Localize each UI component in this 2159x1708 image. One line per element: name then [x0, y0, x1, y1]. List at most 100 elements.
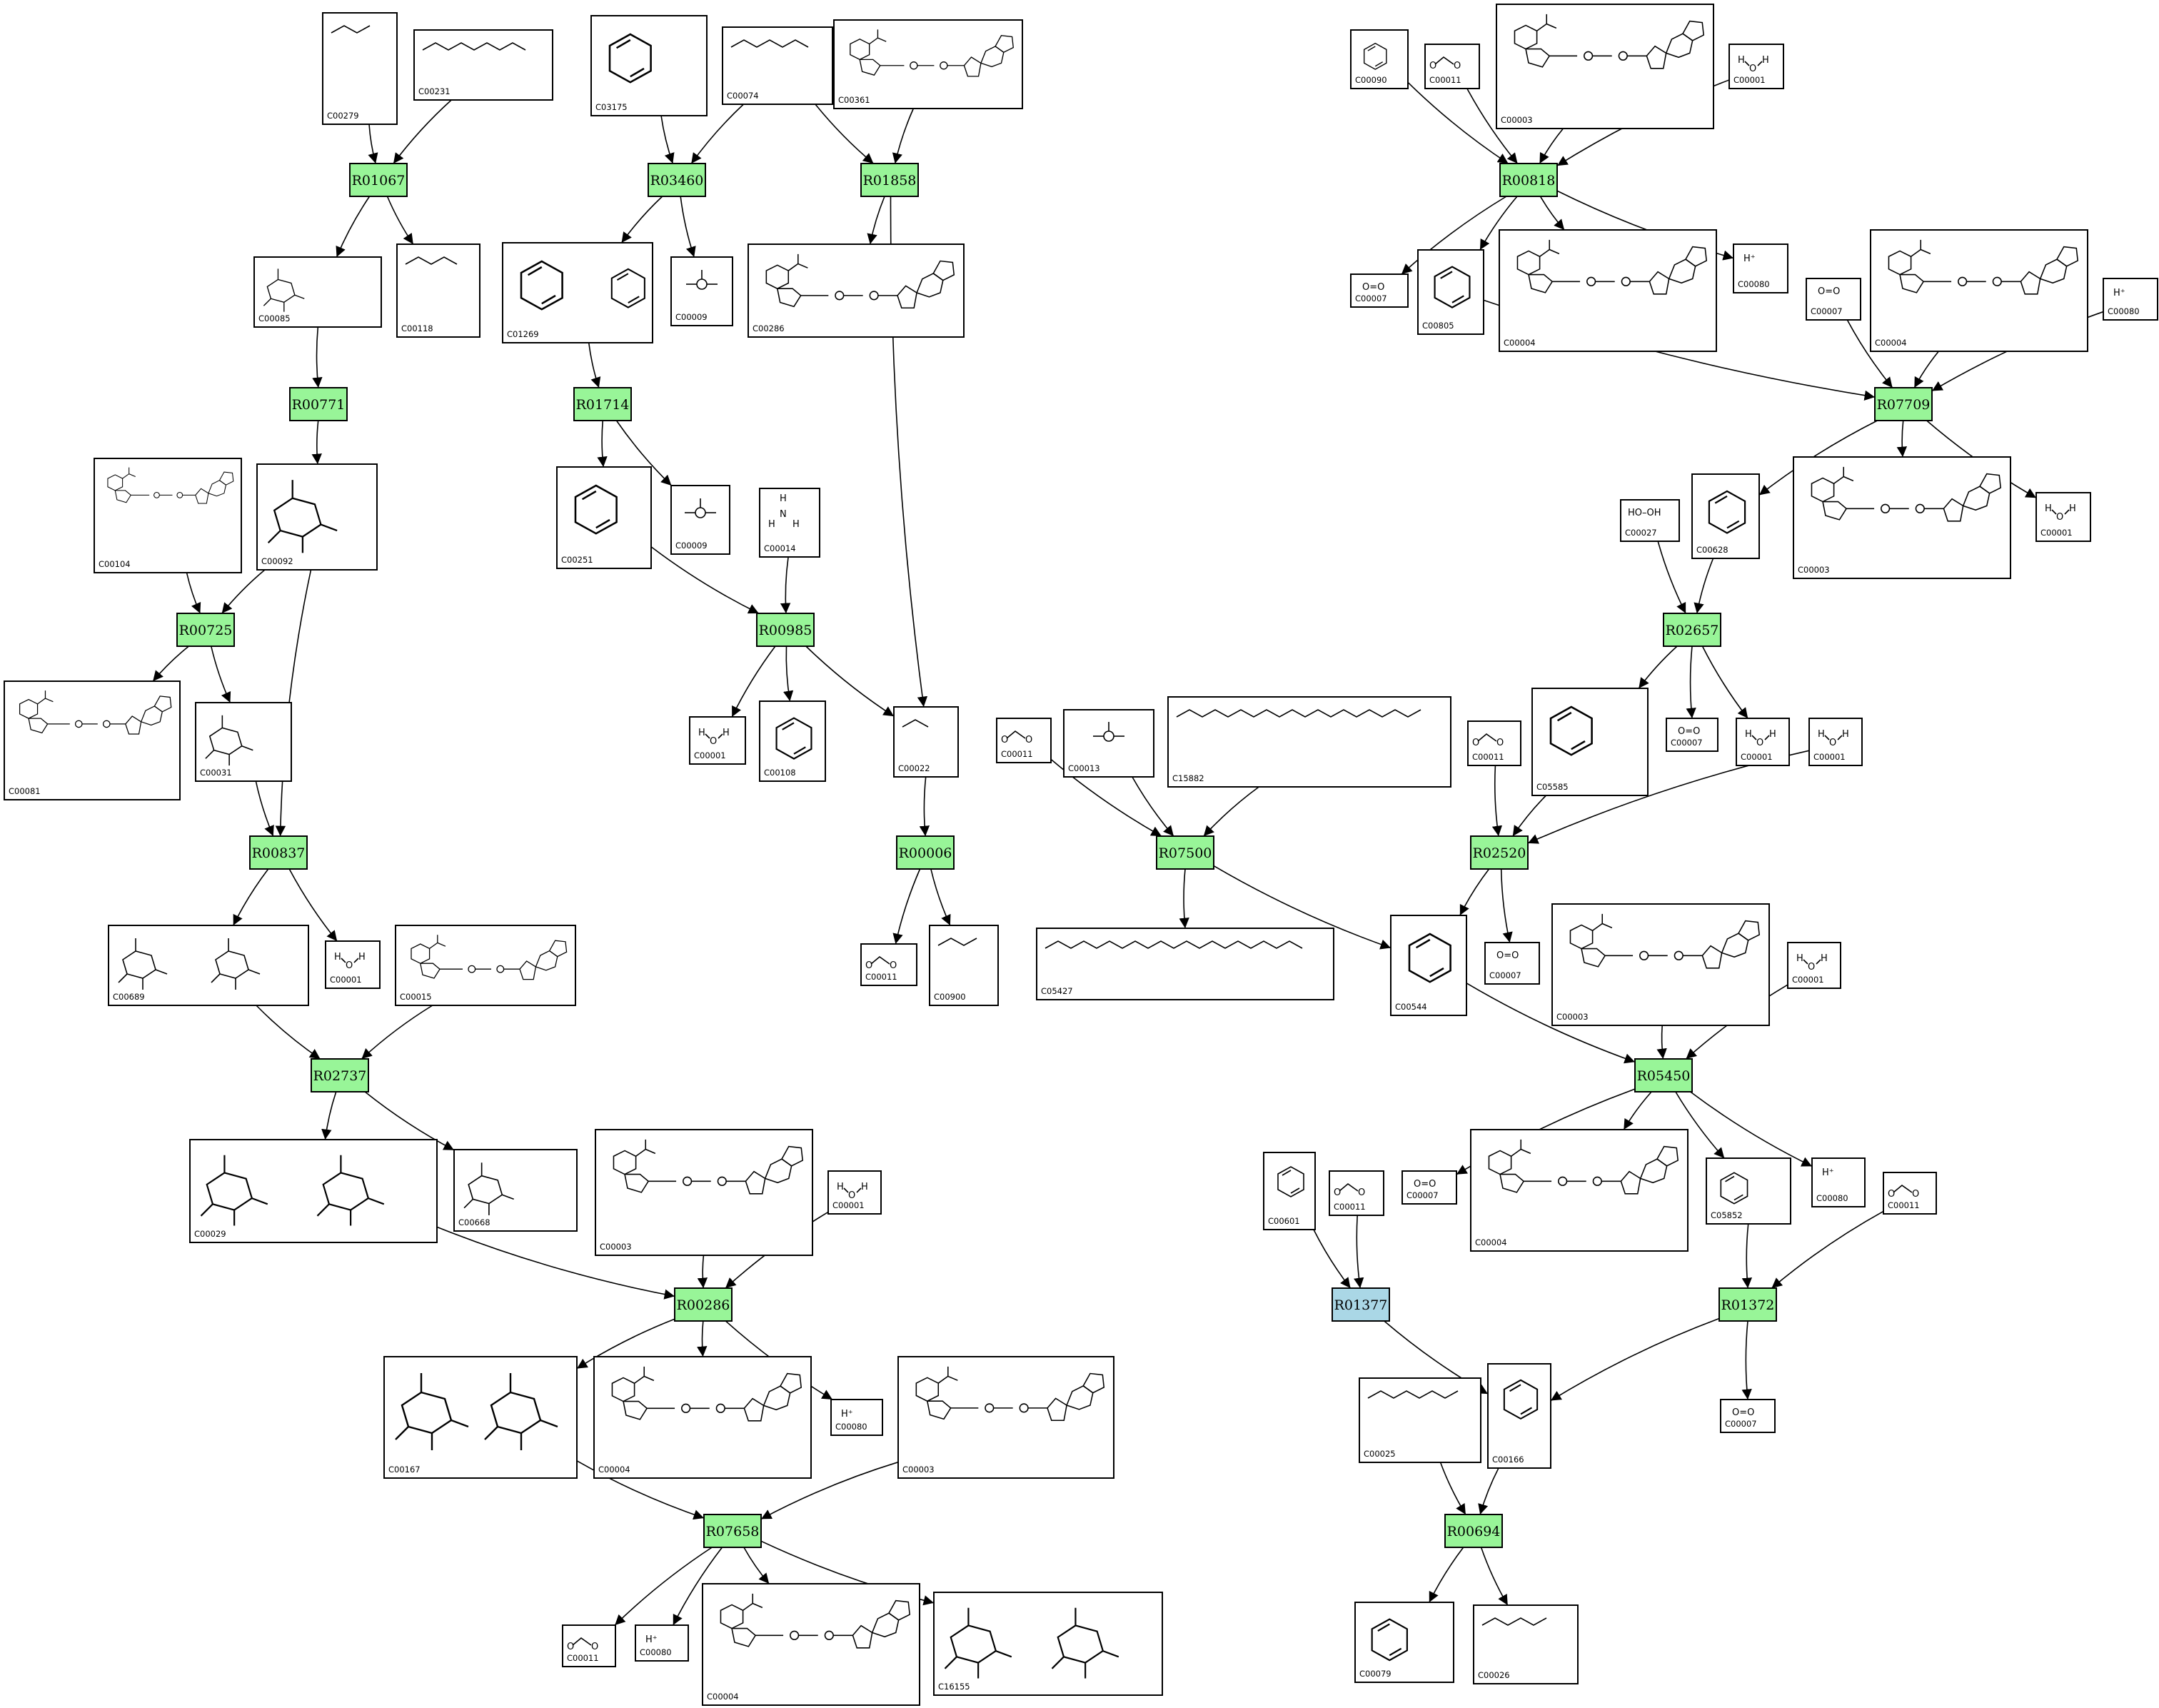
- compound-node[interactable]: C00003: [595, 1129, 813, 1256]
- compound-node[interactable]: C00003: [897, 1356, 1114, 1479]
- compound-node[interactable]: C00003: [1551, 903, 1770, 1026]
- reaction-node[interactable]: R00771: [289, 387, 348, 421]
- compound-node[interactable]: C03175: [590, 15, 708, 116]
- compound-node[interactable]: C00167: [383, 1356, 578, 1479]
- compound-node[interactable]: H⁺C00080: [635, 1624, 689, 1662]
- compound-node[interactable]: H⁺C00080: [830, 1399, 883, 1436]
- compound-node[interactable]: H⁺C00080: [1733, 243, 1788, 293]
- compound-node[interactable]: C00166: [1487, 1363, 1551, 1469]
- compound-node[interactable]: C05585: [1531, 688, 1649, 796]
- compound-node[interactable]: C00085: [253, 256, 382, 328]
- compound-node[interactable]: C05852: [1706, 1157, 1791, 1225]
- compound-node[interactable]: C00361: [833, 19, 1023, 109]
- reaction-node[interactable]: R01377: [1332, 1287, 1390, 1322]
- compound-node[interactable]: C00004: [1470, 1129, 1689, 1252]
- reaction-node[interactable]: R00725: [176, 613, 235, 647]
- compound-node[interactable]: C00689: [108, 925, 309, 1006]
- compound-node[interactable]: C00628: [1691, 473, 1760, 559]
- compound-node[interactable]: C00015: [395, 925, 576, 1006]
- compound-node[interactable]: C00031: [195, 702, 292, 782]
- reaction-node[interactable]: R02737: [311, 1058, 369, 1092]
- compound-node[interactable]: C00003: [1496, 4, 1714, 129]
- compound-id-label: C00003: [1798, 565, 1830, 575]
- compound-node[interactable]: C00081: [4, 680, 181, 800]
- compound-node[interactable]: C00090: [1350, 29, 1409, 89]
- reaction-node[interactable]: R01714: [573, 387, 632, 421]
- compound-node[interactable]: C00544: [1390, 915, 1467, 1016]
- reaction-node[interactable]: R01858: [860, 163, 919, 197]
- compound-node[interactable]: C00029: [189, 1139, 438, 1243]
- reaction-node[interactable]: R07709: [1874, 387, 1933, 421]
- compound-node[interactable]: C00104: [94, 458, 242, 573]
- compound-node[interactable]: C00004: [1499, 229, 1717, 352]
- compound-node[interactable]: C16155: [933, 1592, 1163, 1696]
- compound-node[interactable]: C00251: [556, 466, 652, 569]
- compound-node[interactable]: C00668: [453, 1149, 578, 1232]
- compound-node[interactable]: C00004: [593, 1356, 812, 1479]
- compound-node[interactable]: C05427: [1036, 928, 1334, 1000]
- reaction-node[interactable]: R03460: [648, 163, 706, 197]
- compound-node[interactable]: C00026: [1473, 1604, 1579, 1684]
- compound-node[interactable]: C00003: [1793, 456, 2011, 579]
- reaction-edge: [588, 342, 601, 388]
- reaction-node[interactable]: R02520: [1470, 835, 1529, 870]
- reaction-node[interactable]: R00837: [249, 835, 308, 870]
- reaction-node[interactable]: R00286: [674, 1287, 733, 1322]
- compound-node[interactable]: C00108: [759, 700, 826, 782]
- compound-node[interactable]: C00074: [722, 26, 833, 105]
- compound-node[interactable]: C00009: [670, 485, 730, 555]
- reaction-node[interactable]: R00694: [1444, 1514, 1503, 1548]
- compound-node[interactable]: C00279: [322, 12, 398, 125]
- compound-node[interactable]: C00231: [413, 29, 553, 101]
- compound-node[interactable]: C00009: [670, 256, 733, 326]
- compound-node[interactable]: C00286: [748, 243, 965, 338]
- compound-node[interactable]: C00004: [1870, 229, 2088, 352]
- reaction-node[interactable]: R01372: [1718, 1287, 1777, 1322]
- reaction-node[interactable]: R02657: [1663, 613, 1721, 647]
- compound-node[interactable]: C00013: [1063, 709, 1154, 778]
- compound-node[interactable]: C00025: [1359, 1377, 1481, 1463]
- compound-node[interactable]: C00079: [1354, 1602, 1454, 1683]
- reaction-node[interactable]: R07500: [1156, 835, 1214, 870]
- reaction-node[interactable]: R00006: [896, 835, 955, 870]
- compound-node[interactable]: C00004: [702, 1583, 920, 1706]
- reaction-node[interactable]: R07658: [703, 1514, 762, 1548]
- compound-node[interactable]: C00022: [893, 706, 959, 778]
- compound-node[interactable]: C00092: [256, 463, 378, 571]
- reaction-node[interactable]: R00818: [1499, 163, 1558, 197]
- compound-node[interactable]: C01269: [502, 242, 653, 343]
- compound-node[interactable]: C00601: [1263, 1152, 1316, 1230]
- reaction-node[interactable]: R01067: [349, 163, 408, 197]
- compound-node[interactable]: C00900: [929, 925, 999, 1006]
- compound-node[interactable]: H⁺C00080: [2103, 278, 2158, 321]
- compound-node[interactable]: C00118: [396, 243, 480, 338]
- compound-node[interactable]: C00805: [1417, 249, 1484, 335]
- compound-node[interactable]: C15882: [1167, 696, 1451, 788]
- compound-node[interactable]: H⁺C00080: [1811, 1157, 1866, 1207]
- reaction-node[interactable]: R05450: [1634, 1058, 1693, 1092]
- reaction-node[interactable]: R00985: [756, 613, 815, 647]
